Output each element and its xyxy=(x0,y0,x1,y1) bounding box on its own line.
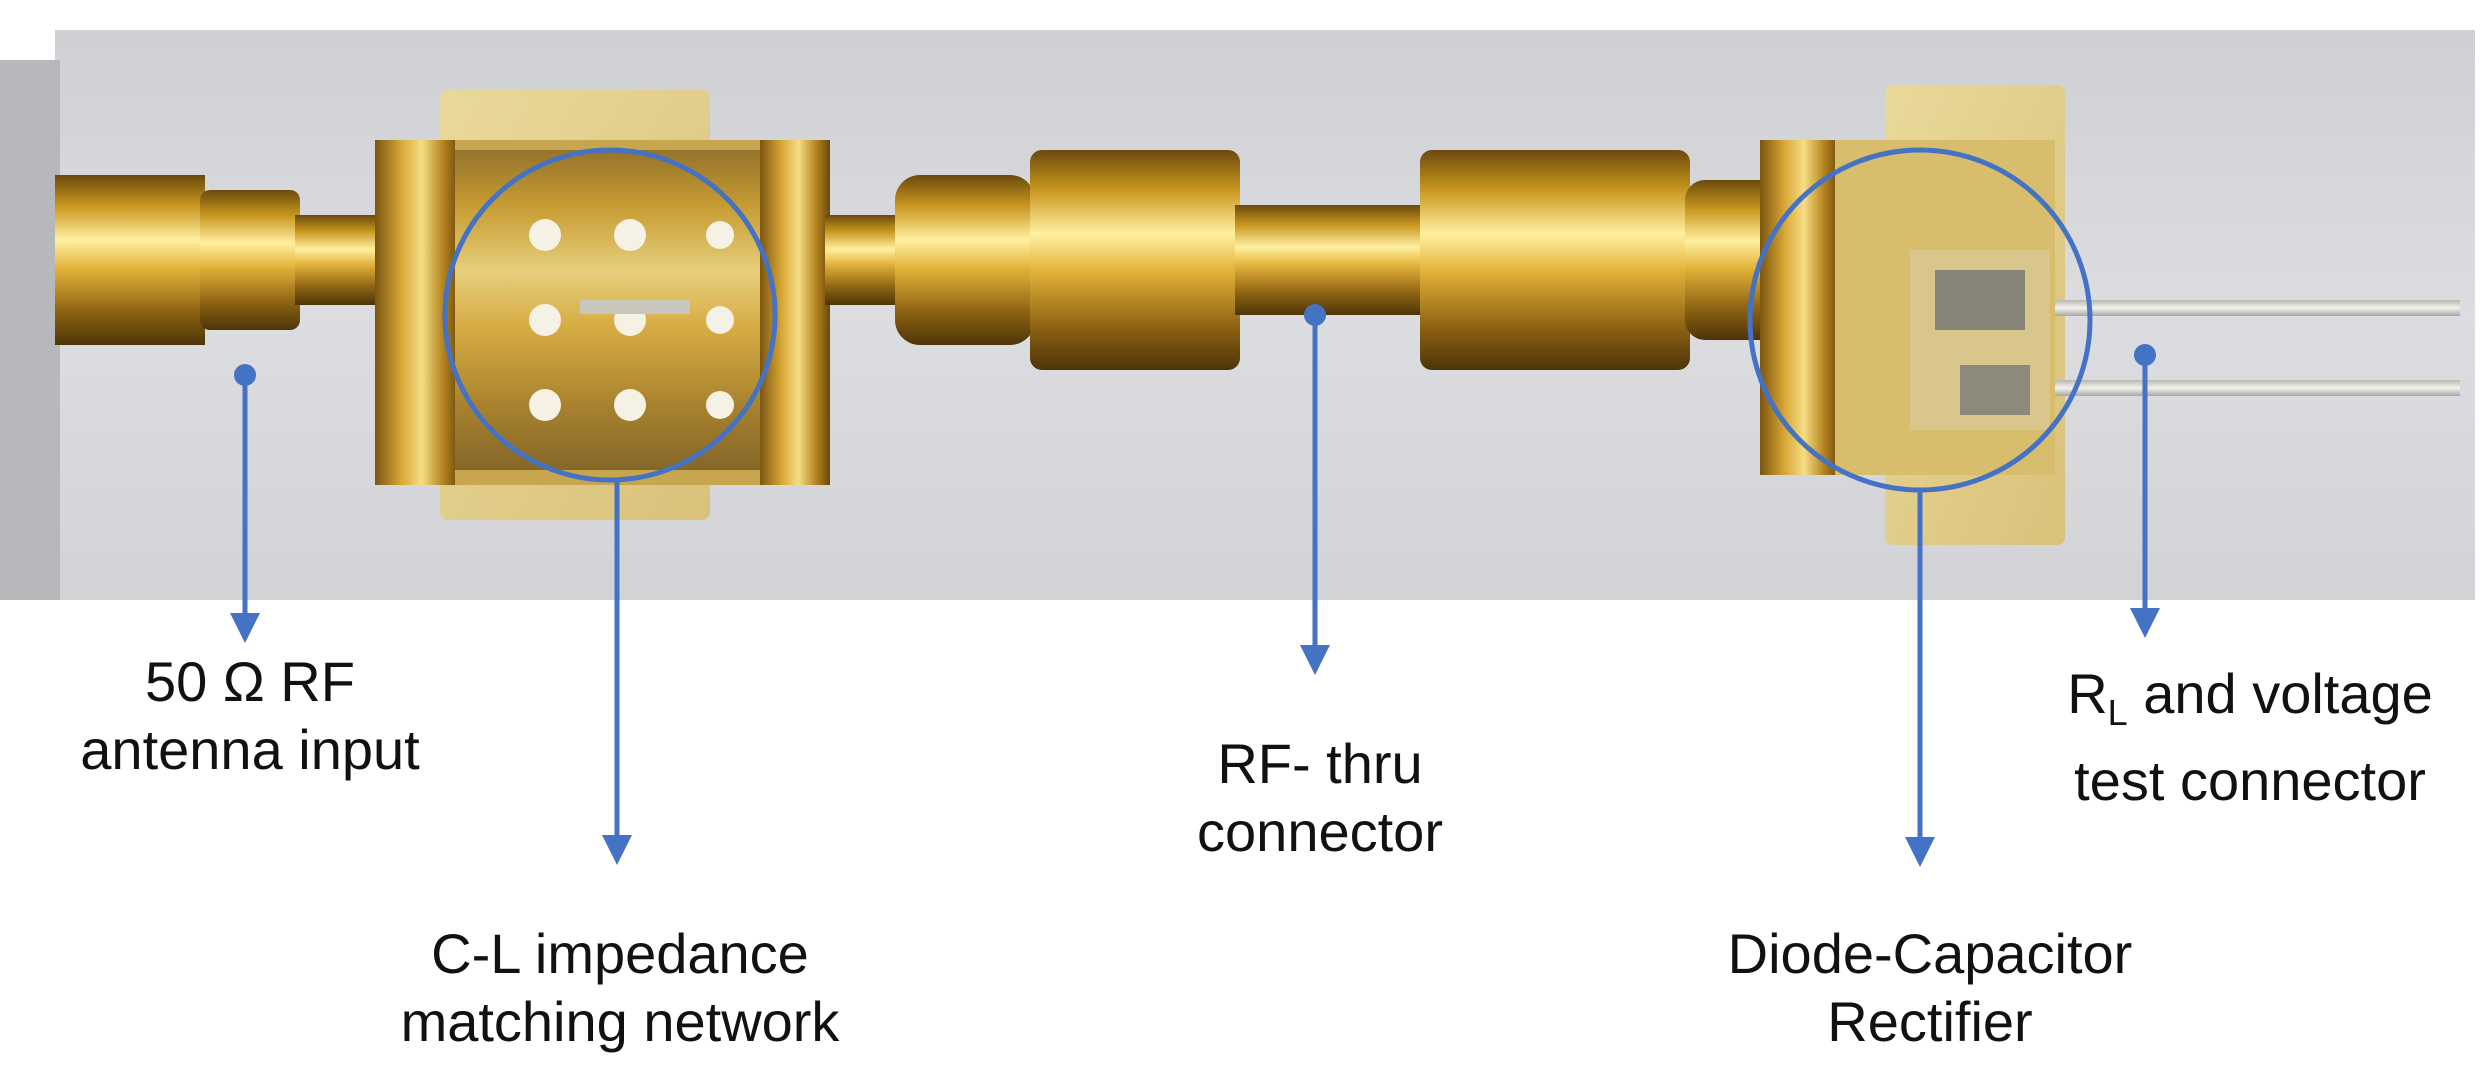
test-connector-label-line1: RL and voltage xyxy=(2030,660,2470,747)
callout-arrows xyxy=(230,304,2160,867)
rectifier-label-line2: Rectifier xyxy=(1827,990,2033,1053)
matching-network-label-line1: C-L impedance xyxy=(431,922,809,985)
rectifier-callout-circle xyxy=(1747,147,2093,493)
antenna-input-label-line2: antenna input xyxy=(80,718,420,781)
test-pins xyxy=(2055,300,2460,396)
matching-network-callout-circle xyxy=(442,147,778,483)
thru-connector-label-line2: connector xyxy=(1197,800,1443,863)
matching-network-label: C-L impedance matching network xyxy=(320,920,920,1056)
rf-thru-connector xyxy=(825,150,1850,370)
antenna-input-label-line1: 50 Ω RF xyxy=(145,650,355,713)
antenna-input-label: 50 Ω RF antenna input xyxy=(40,648,460,784)
test-connector-label-line2: test connector xyxy=(2074,749,2426,812)
matching-network-label-line2: matching network xyxy=(400,990,840,1053)
rl-subscript: L xyxy=(2107,692,2128,733)
rl-symbol: R xyxy=(2067,662,2108,725)
rectifier-label-line1: Diode-Capacitor xyxy=(1727,922,2133,985)
rectifier-board xyxy=(1760,85,2065,545)
antenna-sma-connector xyxy=(55,175,375,345)
thru-connector-label-line1: RF- thru xyxy=(1217,732,1423,795)
matching-network-board xyxy=(375,90,830,520)
thru-connector-label: RF- thru connector xyxy=(1110,730,1530,866)
test-connector-label: RL and voltage test connector xyxy=(2030,660,2470,815)
rectifier-label: Diode-Capacitor Rectifier xyxy=(1640,920,2220,1056)
test-connector-label-line1-rest: and voltage xyxy=(2127,662,2433,725)
